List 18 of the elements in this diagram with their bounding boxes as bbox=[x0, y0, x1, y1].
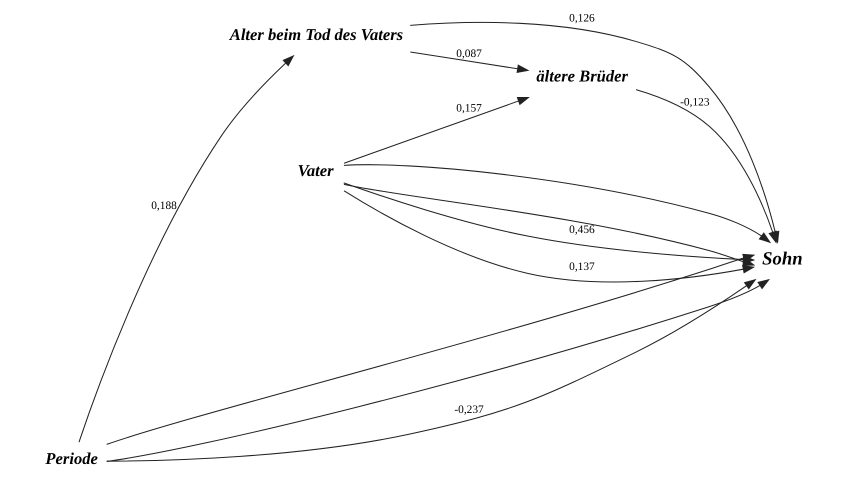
edge-label: 0,137 bbox=[569, 261, 595, 274]
edge-label: 0,087 bbox=[456, 48, 482, 60]
edge-label: -0,123 bbox=[680, 96, 710, 108]
edge-label: 0,188 bbox=[151, 200, 177, 212]
node-text: Periode bbox=[45, 448, 98, 468]
arrow bbox=[344, 164, 772, 244]
arrow bbox=[636, 89, 777, 244]
arrow bbox=[344, 96, 530, 164]
node-text: Sohn bbox=[762, 248, 803, 270]
node-text: Vater bbox=[298, 160, 334, 180]
edge-label: 0,157 bbox=[456, 102, 482, 115]
node-text: ältere Brüder bbox=[536, 66, 628, 86]
arrow bbox=[78, 54, 294, 442]
arrow bbox=[410, 51, 530, 74]
edge-label: 0,126 bbox=[569, 12, 595, 25]
node-text: Alter beim Tod des Vaters bbox=[230, 25, 404, 44]
edge-label: 0,456 bbox=[569, 224, 595, 236]
edge-label: -0,237 bbox=[454, 404, 484, 416]
